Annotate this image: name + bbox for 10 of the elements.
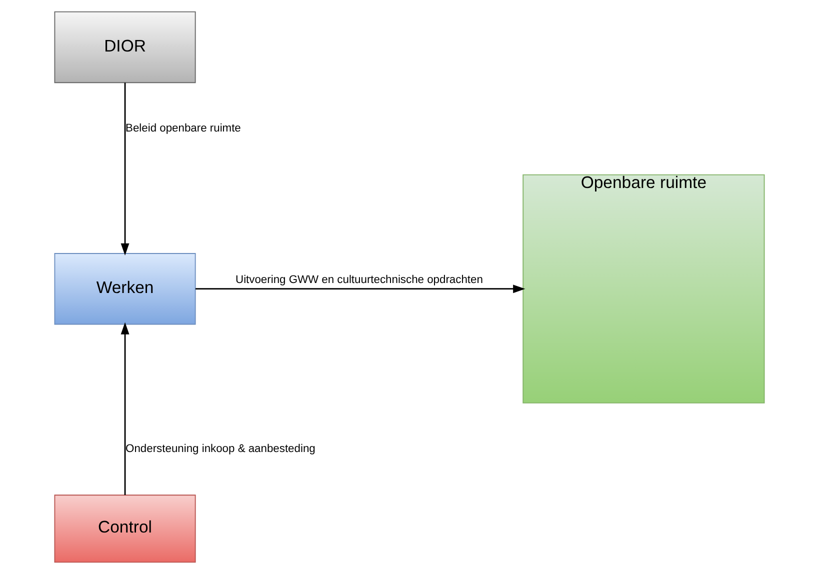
arrow bbox=[120, 82, 130, 256]
arrow bbox=[120, 322, 130, 495]
edge-label: Ondersteuning inkoop & aanbesteding bbox=[126, 442, 316, 455]
edge-label: Uitvoering GWW en cultuurtechnische opdrachten bbox=[236, 274, 483, 286]
edge-label: Beleid openbare ruimte bbox=[126, 122, 241, 135]
node-box: Openbare ruimte bbox=[522, 174, 765, 404]
node-box: Control bbox=[54, 494, 196, 563]
node-box: DIOR bbox=[54, 11, 196, 84]
arrow bbox=[196, 284, 526, 294]
node-box: Werken bbox=[54, 253, 196, 325]
